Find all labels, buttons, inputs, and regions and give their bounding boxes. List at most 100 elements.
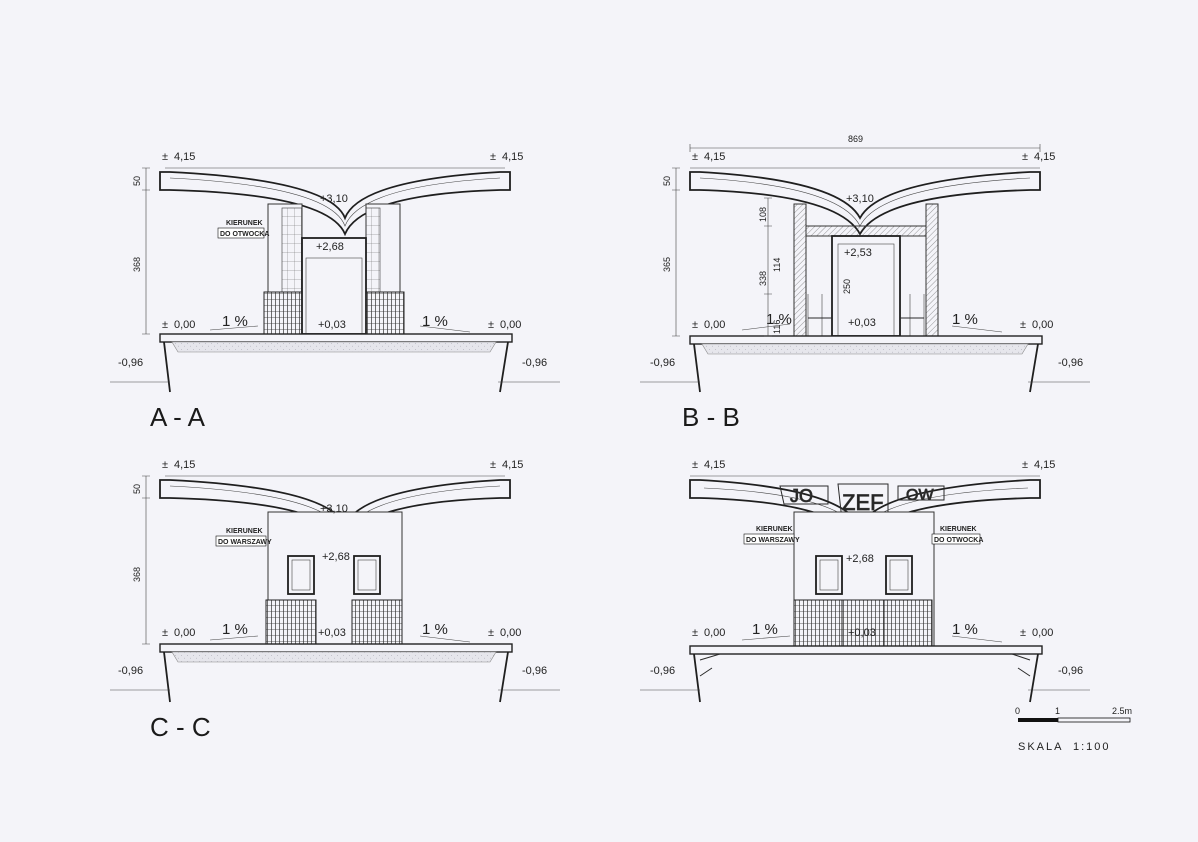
slope-arrows [741,635,1003,643]
section-title: B - B [682,402,740,432]
level-ground-left: -0,96 [650,665,675,677]
ground-hatch [171,651,497,663]
level-lintel: +2,68 [846,553,874,565]
sign-line2: DO OTWOCKA [220,231,269,238]
level-floor-right-prefix: ± [488,627,494,639]
dim-116: 116 [772,320,782,334]
level-top-left-prefix: ± [692,459,698,471]
slope-left: 1 % [752,621,778,638]
level-roof: +3,10 [320,193,348,205]
level-floor-left-prefix: ± [162,627,168,639]
level-floor-center: +0,03 [848,627,876,639]
elevation-view: JO ZEF OW ± 4,15 ± 4,15 +2,68 ± 0,00 +0,… [640,459,1090,703]
level-ground-left: -0,96 [118,357,143,369]
dim-line-vertical [672,167,680,337]
level-floor-right: 0,00 [500,319,521,331]
scale-segment-1 [1018,718,1058,722]
level-roof: +3,10 [846,193,874,205]
slope-right: 1 % [422,621,448,638]
slope-right: 1 % [952,621,978,638]
sign-line2: DO WARSZAWY [746,537,800,544]
level-top-left-prefix: ± [162,459,168,471]
dim-114: 114 [772,258,782,272]
dim-line-inner [764,197,772,337]
slope-arrows [209,325,471,333]
direction-sign-right: KIERUNEK DO OTWOCKA [931,526,983,545]
sign-line2: DO WARSZAWY [218,539,272,546]
level-floor-right-prefix: ± [1020,627,1026,639]
slope-right: 1 % [952,311,978,328]
platform-slab [689,335,1043,345]
level-roof: +3,10 [320,503,348,515]
level-floor-center: +0,03 [318,627,346,639]
sign-line1: KIERUNEK [226,220,263,227]
support-braces [699,653,1031,677]
level-top-right: 4,15 [502,459,523,471]
level-ground-right: -0,96 [522,665,547,677]
level-top-right-prefix: ± [490,151,496,163]
platform-slab [159,333,513,343]
level-floor-right: 0,00 [500,627,521,639]
level-ground-right: -0,96 [1058,357,1083,369]
level-top-left: 4,15 [704,151,725,163]
slab-supports [693,653,1039,703]
dim-line-vertical [142,475,150,645]
roof-shell [159,171,511,237]
level-floor-right: 0,00 [1032,319,1053,331]
scale-bar: 0 1 2.5m SKALA 1:100 [1015,706,1132,753]
slope-right: 1 % [422,313,448,330]
pavilion-walls [263,203,405,335]
level-floor-left: 0,00 [704,627,725,639]
level-top-right-prefix: ± [1022,459,1028,471]
level-top-left-prefix: ± [162,151,168,163]
level-top-left: 4,15 [174,151,195,163]
level-top-left: 4,15 [174,459,195,471]
section-cc: ± 4,15 ± 4,15 +3,10 +2,68 ± 0,00 +0,03 ±… [110,459,560,742]
ground-hatch [701,343,1029,355]
level-ground-left: -0,96 [650,357,675,369]
sign-line2: DO OTWOCKA [934,537,983,544]
section-title: A - A [150,402,206,432]
span-dim-line [689,144,1041,152]
slope-left: 1 % [222,313,248,330]
dim-roof-height: 50 [132,484,142,494]
scale-segment-2 [1057,717,1131,723]
dim-roof-height: 50 [132,176,142,186]
station-lettering: JO ZEF OW [779,483,945,521]
level-floor-left: 0,00 [174,319,195,331]
scale-tick-1: 1 [1055,706,1060,716]
level-ground-left: -0,96 [118,665,143,677]
level-floor-center: +0,03 [318,319,346,331]
dim-250: 250 [842,279,852,294]
ground-hatch [171,341,497,353]
platform-slab [159,643,513,653]
level-floor-left: 0,00 [704,319,725,331]
sign-line1: KIERUNEK [756,526,793,533]
slab-supports [693,343,1039,393]
section-title: C - C [150,712,211,742]
dim-total-height: 368 [132,257,142,272]
slab-supports [163,341,509,393]
direction-sign: KIERUNEK DO WARSZAWY [215,528,272,547]
level-floor-right-prefix: ± [1020,319,1026,331]
level-floor-left-prefix: ± [692,319,698,331]
dim-span: 869 [848,134,863,144]
sign-line1: KIERUNEK [940,526,977,533]
section-aa: ± 4,15 ± 4,15 +3,10 +2,68 ± 0,00 +0,03 ±… [110,151,560,432]
slope-left: 1 % [222,621,248,638]
sign-line1: KIERUNEK [226,528,263,535]
level-floor-right: 0,00 [1032,627,1053,639]
direction-sign-left: KIERUNEK DO WARSZAWY [743,526,800,545]
pavilion-walls [265,511,403,645]
level-top-right: 4,15 [1034,459,1055,471]
level-floor-center: +0,03 [848,317,876,329]
level-top-left-prefix: ± [692,151,698,163]
level-lintel: +2,68 [322,551,350,563]
level-ground-right: -0,96 [1058,665,1083,677]
dim-roof-height: 50 [662,176,672,186]
direction-sign: KIERUNEK DO OTWOCKA [217,220,269,239]
level-top-right-prefix: ± [490,459,496,471]
level-floor-left: 0,00 [174,627,195,639]
level-lintel: +2,68 [316,241,344,253]
